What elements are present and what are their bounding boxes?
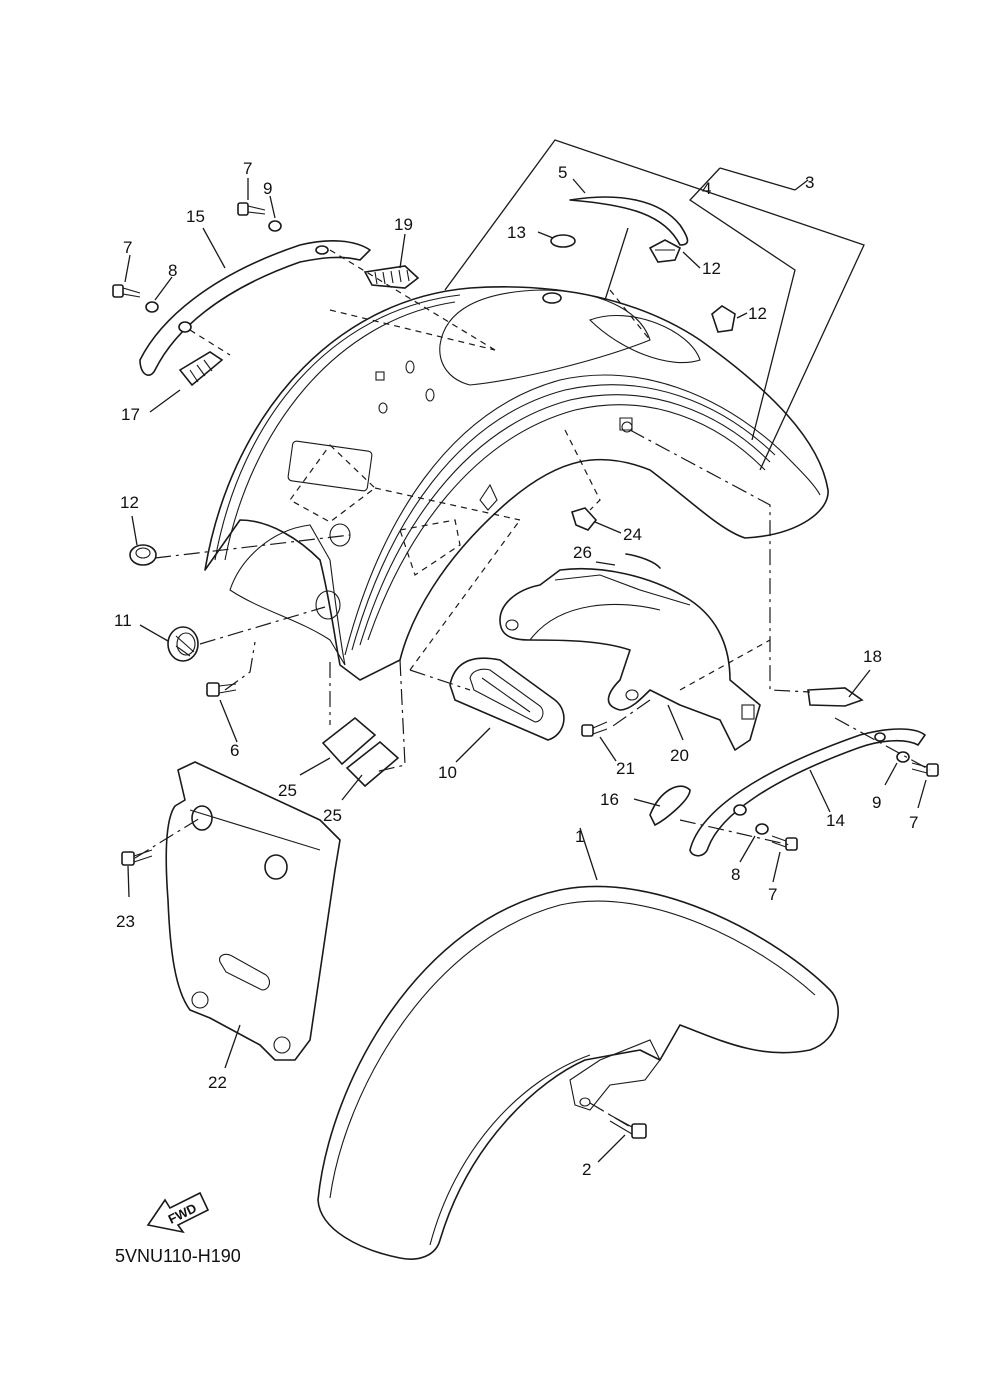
callout-10: 10 (438, 763, 457, 782)
pad-18 (807, 687, 864, 707)
callout-14: 14 (826, 811, 845, 830)
callout-18: 18 (863, 647, 882, 666)
grommet-12-right (711, 305, 736, 333)
callout-3: 3 (805, 173, 814, 192)
callout-25-right: 25 (323, 806, 342, 825)
callout-1: 1 (575, 827, 584, 846)
callout-26: 26 (573, 543, 592, 562)
bolt-21 (581, 721, 608, 737)
bolt-7-right (911, 762, 939, 777)
callout-7-top: 7 (243, 159, 252, 178)
callout-13: 13 (507, 223, 526, 242)
front-fender-1 (317, 885, 839, 1260)
rear-fender (204, 286, 829, 681)
callout-12-left: 12 (120, 493, 139, 512)
washer-9-right (896, 751, 910, 763)
bolt-7-left (112, 284, 141, 298)
hidden-lines (289, 289, 651, 576)
grommet-12-left (129, 544, 157, 566)
grommet-11 (167, 626, 199, 662)
washer-13 (550, 234, 576, 248)
callout-12-right: 12 (748, 304, 767, 323)
callout-5: 5 (558, 163, 567, 182)
inner-panel-20 (499, 567, 761, 751)
callout-7-lower: 7 (768, 885, 777, 904)
callout-12-top: 12 (702, 259, 721, 278)
callout-7-right: 7 (909, 813, 918, 832)
callout-labels: 1 2 3 4 5 6 7 7 7 7 8 8 9 9 10 11 12 12 … (114, 159, 918, 1179)
callout-22: 22 (208, 1073, 227, 1092)
bolt-7-lower-right (771, 835, 798, 851)
tape-25 (321, 716, 400, 788)
bolt-7-top-left (237, 202, 266, 216)
callout-4: 4 (702, 179, 711, 198)
callout-7-left: 7 (123, 238, 132, 257)
callout-2: 2 (582, 1160, 591, 1179)
callout-21: 21 (616, 759, 635, 778)
pad-16 (649, 785, 691, 827)
washer-8-right (755, 823, 769, 835)
pad-19 (363, 265, 420, 289)
callout-19: 19 (394, 215, 413, 234)
pad-17 (178, 351, 224, 387)
callout-24: 24 (623, 525, 642, 544)
bolt-6 (206, 682, 237, 697)
callout-9-left: 9 (263, 179, 272, 198)
leader-lines (124, 178, 927, 1163)
washer-9-left (268, 220, 282, 232)
grommet-12-top (648, 239, 682, 263)
strip-26 (625, 553, 661, 569)
callout-11: 11 (114, 611, 132, 630)
callout-16: 16 (600, 790, 619, 809)
fwd-arrow-icon: FWD (146, 1191, 210, 1234)
callout-17: 17 (121, 405, 140, 424)
diagram-code: 5VNU110-H190 (115, 1246, 241, 1266)
bolt-23 (121, 849, 153, 866)
clip-24 (571, 507, 598, 531)
callout-8-left: 8 (168, 261, 177, 280)
callout-25-left: 25 (278, 781, 297, 800)
callout-23: 23 (116, 912, 135, 931)
callout-6: 6 (230, 741, 239, 760)
washer-8-left (145, 301, 159, 313)
rail-14 (689, 728, 926, 857)
assembly-lines (134, 249, 931, 1129)
side-cover-22 (165, 761, 341, 1061)
callout-9-right: 9 (872, 793, 881, 812)
callout-8-right: 8 (731, 865, 740, 884)
reflector-10 (449, 657, 565, 741)
part-5-trim (569, 196, 689, 301)
assembly-brackets (444, 139, 865, 471)
callout-15: 15 (186, 207, 205, 226)
callout-20: 20 (670, 746, 689, 765)
